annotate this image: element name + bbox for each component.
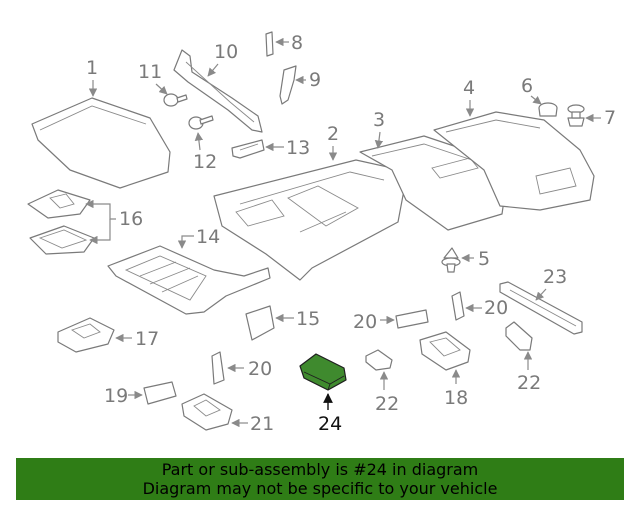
- part-19-lens: [143, 381, 177, 405]
- part-4-rear-headliner: [433, 111, 595, 211]
- callout-11: 11: [138, 61, 168, 95]
- part-24-highlighted-module[interactable]: [299, 353, 347, 391]
- banner-line-1: Part or sub-assembly is #24 in diagram: [161, 460, 479, 479]
- svg-text:20: 20: [353, 311, 377, 333]
- svg-text:17: 17: [135, 328, 159, 350]
- callout-13: 13: [265, 137, 310, 159]
- part-18-light-housing: [419, 331, 471, 371]
- part-8-bracket: [265, 31, 274, 57]
- svg-text:10: 10: [214, 41, 238, 63]
- callout-16: 16: [85, 199, 143, 245]
- svg-text:16: 16: [119, 208, 143, 230]
- svg-text:20: 20: [484, 297, 508, 319]
- svg-text:22: 22: [375, 393, 399, 415]
- info-banner: Part or sub-assembly is #24 in diagram D…: [16, 458, 624, 500]
- callout-8: 8: [275, 32, 303, 54]
- callout-19: 19: [104, 385, 143, 407]
- part-11-push-clip: [163, 93, 188, 107]
- svg-text:19: 19: [104, 385, 128, 407]
- svg-text:2: 2: [327, 123, 339, 145]
- svg-text:9: 9: [309, 69, 321, 91]
- callout-7: 7: [585, 107, 616, 129]
- svg-text:13: 13: [286, 137, 310, 159]
- svg-text:14: 14: [196, 226, 220, 248]
- callout-20-right: 20: [465, 297, 508, 319]
- svg-text:23: 23: [543, 266, 567, 288]
- part-21-light-unit: [181, 393, 233, 431]
- callout-21: 21: [231, 413, 274, 435]
- callout-5: 5: [461, 248, 490, 270]
- part-3-headliner-section: [359, 135, 507, 231]
- svg-text:21: 21: [250, 413, 274, 435]
- callout-20-center: 20: [353, 311, 395, 333]
- part-17-map-light: [57, 317, 115, 353]
- part-14-storage-tray: [107, 245, 271, 315]
- svg-text:7: 7: [604, 107, 616, 129]
- svg-text:5: 5: [478, 248, 490, 270]
- callout-2: 2: [327, 123, 339, 161]
- callout-12: 12: [193, 132, 217, 173]
- callout-22-right: 22: [517, 351, 541, 394]
- callout-6: 6: [521, 75, 542, 105]
- banner-line-2: Diagram may not be specific to your vehi…: [142, 479, 498, 498]
- svg-text:4: 4: [463, 77, 475, 99]
- callout-4: 4: [463, 77, 475, 117]
- part-13-mounting-bracket: [231, 139, 265, 159]
- svg-text:24: 24: [318, 413, 342, 435]
- svg-text:6: 6: [521, 75, 533, 97]
- part-5-push-pin: [441, 247, 461, 273]
- callout-1: 1: [86, 57, 98, 97]
- callout-17: 17: [115, 328, 159, 350]
- part-2-headliner: [213, 159, 405, 281]
- callout-10: 10: [207, 41, 238, 77]
- svg-text:1: 1: [86, 57, 98, 79]
- callout-23: 23: [535, 266, 567, 301]
- callout-18: 18: [444, 369, 468, 409]
- part-22-lens-center: [365, 349, 393, 371]
- svg-text:11: 11: [138, 61, 162, 83]
- callout-22-center: 22: [375, 371, 399, 415]
- part-6-plug: [538, 102, 558, 117]
- part-9-trim-piece: [279, 65, 297, 105]
- svg-text:3: 3: [373, 109, 385, 131]
- callout-20-left: 20: [227, 358, 272, 380]
- part-15-cover: [245, 305, 275, 341]
- callout-14: 14: [177, 226, 220, 249]
- part-1-shelf-panel: [31, 97, 171, 189]
- svg-text:8: 8: [291, 32, 303, 54]
- part-16-dome-lights: [27, 189, 95, 255]
- part-20-lens-center: [395, 309, 429, 329]
- part-12-screw: [188, 115, 214, 130]
- part-20-lens-left: [211, 351, 225, 385]
- part-23-trim-rail: [499, 281, 583, 335]
- part-10-pillar-trim: [173, 49, 263, 133]
- callout-15: 15: [275, 308, 320, 330]
- svg-text:18: 18: [444, 387, 468, 409]
- callout-9: 9: [295, 69, 321, 91]
- part-7-clip: [567, 104, 585, 127]
- part-22-trim-right: [505, 321, 533, 351]
- svg-text:12: 12: [193, 151, 217, 173]
- svg-text:15: 15: [296, 308, 320, 330]
- callout-3: 3: [373, 109, 385, 149]
- callout-24: 24: [318, 393, 342, 435]
- part-20-lens-right: [451, 291, 465, 321]
- svg-text:20: 20: [248, 358, 272, 380]
- svg-text:22: 22: [517, 372, 541, 394]
